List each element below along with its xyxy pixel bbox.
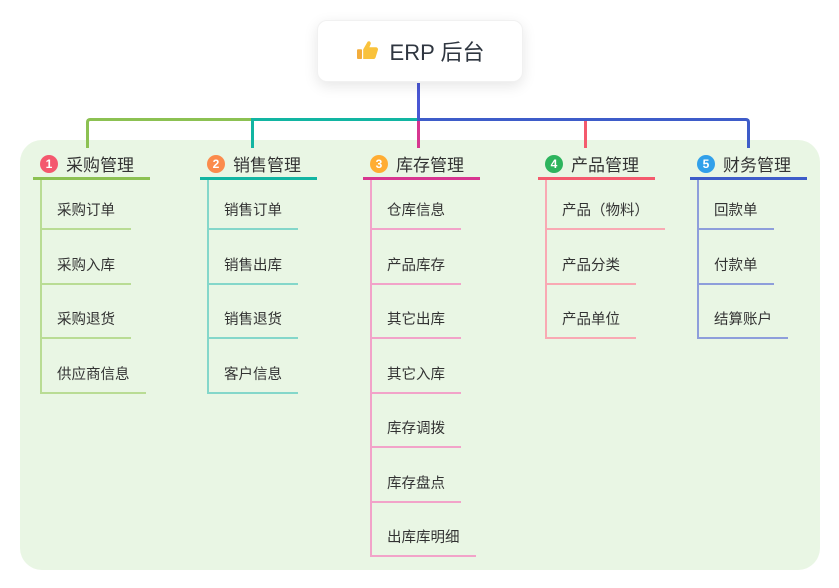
child-row: 其它入库	[370, 339, 476, 394]
branch-1: 1 采购管理采购订单采购入库采购退货供应商信息	[33, 150, 150, 394]
child-node[interactable]: 仓库信息	[370, 199, 461, 230]
root-node-label: ERP 后台	[389, 40, 485, 65]
child-node[interactable]: 客户信息	[207, 363, 298, 394]
child-row: 采购订单	[40, 180, 146, 230]
branch-node-1[interactable]: 1 采购管理	[33, 150, 150, 180]
branch-node-4[interactable]: 4 产品管理	[538, 150, 655, 180]
child-node[interactable]: 供应商信息	[40, 363, 146, 394]
branch-label: 销售管理	[233, 156, 301, 175]
child-node[interactable]: 采购入库	[40, 254, 131, 285]
branch-node-2[interactable]: 2 销售管理	[200, 150, 317, 180]
child-node[interactable]: 销售订单	[207, 199, 298, 230]
child-node[interactable]: 产品库存	[370, 254, 461, 285]
branch-number-badge: 3	[370, 154, 388, 173]
branch-3: 3 库存管理仓库信息产品库存其它出库其它入库库存调拨库存盘点出库库明细	[363, 150, 480, 557]
connector-branch-3	[416, 120, 420, 148]
child-node[interactable]: 产品单位	[545, 308, 636, 339]
child-node[interactable]: 库存调拨	[370, 417, 461, 448]
branch-label: 库存管理	[396, 156, 464, 175]
connector-branch-5	[416, 117, 750, 148]
connector-branch-4	[583, 120, 587, 148]
child-node[interactable]: 出库库明细	[370, 526, 476, 557]
branch-children: 采购订单采购入库采购退货供应商信息	[40, 180, 146, 394]
child-node[interactable]: 采购退货	[40, 308, 131, 339]
branch-node-3[interactable]: 3 库存管理	[363, 150, 480, 180]
child-row: 回款单	[697, 180, 788, 230]
branch-label: 采购管理	[66, 156, 134, 175]
child-node[interactable]: 付款单	[697, 254, 774, 285]
child-row: 其它出库	[370, 285, 476, 339]
child-row: 产品单位	[545, 285, 665, 339]
branch-2: 2 销售管理销售订单销售出库销售退货客户信息	[200, 150, 317, 394]
branch-children: 销售订单销售出库销售退货客户信息	[207, 180, 298, 394]
child-node[interactable]: 销售退货	[207, 308, 298, 339]
branch-number-badge: 2	[207, 154, 225, 173]
branch-label: 财务管理	[723, 156, 791, 175]
child-node[interactable]: 其它入库	[370, 363, 461, 394]
child-node[interactable]: 库存盘点	[370, 472, 461, 503]
child-row: 销售退货	[207, 285, 298, 339]
child-row: 产品分类	[545, 230, 665, 285]
child-node[interactable]: 结算账户	[697, 308, 788, 339]
branch-number-badge: 4	[545, 154, 563, 173]
root-node[interactable]: ERP 后台	[317, 20, 523, 82]
child-node[interactable]: 采购订单	[40, 199, 131, 230]
child-node[interactable]: 其它出库	[370, 308, 461, 339]
child-row: 付款单	[697, 230, 788, 285]
branch-number-badge: 1	[40, 154, 58, 173]
thumbs-up-icon	[356, 39, 380, 63]
child-row: 出库库明细	[370, 503, 476, 557]
branch-number-badge: 5	[697, 154, 715, 173]
child-row: 库存调拨	[370, 394, 476, 448]
child-row: 结算账户	[697, 285, 788, 339]
connector-branch-2	[250, 117, 418, 148]
connector-branch-1	[85, 117, 252, 148]
child-row: 产品（物料）	[545, 180, 665, 230]
child-row: 销售出库	[207, 230, 298, 285]
branch-children: 产品（物料） 产品分类产品单位	[545, 180, 665, 339]
child-node[interactable]: 销售出库	[207, 254, 298, 285]
branch-4: 4 产品管理产品（物料） 产品分类产品单位	[538, 150, 665, 339]
child-node[interactable]: 回款单	[697, 199, 774, 230]
child-row: 供应商信息	[40, 339, 146, 394]
branches-panel	[20, 140, 820, 570]
branch-label: 产品管理	[571, 156, 639, 175]
child-node[interactable]: 产品分类	[545, 254, 636, 285]
child-row: 采购入库	[40, 230, 146, 285]
branch-children: 仓库信息产品库存其它出库其它入库库存调拨库存盘点出库库明细	[370, 180, 476, 557]
branch-children: 回款单付款单结算账户	[697, 180, 788, 339]
child-row: 客户信息	[207, 339, 298, 394]
branch-node-5[interactable]: 5 财务管理	[690, 150, 807, 180]
child-node[interactable]: 产品（物料）	[545, 199, 665, 230]
child-row: 库存盘点	[370, 448, 476, 503]
child-row: 采购退货	[40, 285, 146, 339]
child-row: 仓库信息	[370, 180, 476, 230]
branch-5: 5 财务管理回款单付款单结算账户	[690, 150, 807, 339]
connector-trunk	[417, 83, 420, 119]
child-row: 产品库存	[370, 230, 476, 285]
child-row: 销售订单	[207, 180, 298, 230]
